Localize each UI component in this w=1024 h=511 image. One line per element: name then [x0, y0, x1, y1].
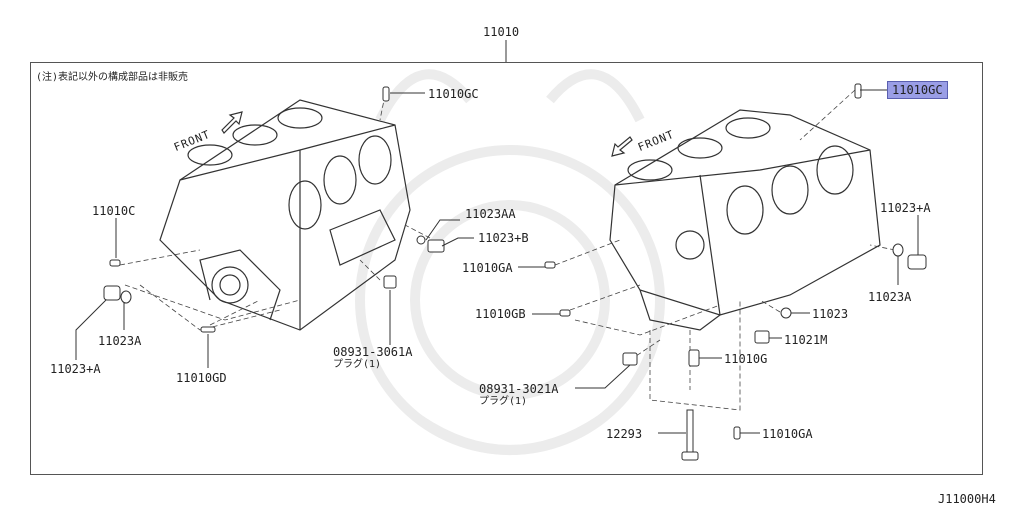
part-11021m[interactable]: 11021M: [784, 333, 828, 347]
part-11023plus-a-right[interactable]: 11023+A: [880, 201, 931, 215]
part-11023plus-a-left[interactable]: 11023+A: [50, 362, 101, 376]
part-08931-3061a[interactable]: 08931-3061A: [333, 345, 413, 359]
watermark-emblem: [355, 69, 665, 455]
part-11010gd[interactable]: 11010GD: [176, 371, 227, 385]
part-11010ga-top[interactable]: 11010GA: [462, 261, 513, 275]
part-11010gc-right-highlighted[interactable]: 11010GC: [887, 81, 948, 99]
right-leaders: [518, 89, 919, 434]
assembly-number-label[interactable]: 11010: [483, 25, 520, 39]
left-cylinder-block: [159, 99, 411, 331]
part-11023b[interactable]: 11023+B: [478, 231, 529, 245]
part-11010gc-left[interactable]: 11010GC: [428, 87, 479, 101]
left-small-parts: [103, 86, 445, 333]
left-dashed-guides: [119, 94, 431, 331]
plug-label-3021a: プラグ(1): [479, 396, 528, 407]
part-11023a-left[interactable]: 11023A: [98, 334, 142, 348]
left-front-arrow: [221, 111, 243, 134]
part-11010g[interactable]: 11010G: [724, 352, 768, 366]
part-11023a-right[interactable]: 11023A: [868, 290, 912, 304]
left-leaders: [75, 92, 474, 368]
right-cylinder-block: [609, 109, 881, 331]
part-11010c[interactable]: 11010C: [92, 204, 136, 218]
part-11023[interactable]: 11023: [812, 307, 849, 321]
part-11023aa[interactable]: 11023AA: [465, 207, 516, 221]
diagram-code: J11000H4: [938, 492, 996, 506]
part-11010gb[interactable]: 11010GB: [475, 307, 526, 321]
non-sale-note: (注)表記以外の構成部品は非販売: [36, 72, 189, 83]
part-08931-3021a[interactable]: 08931-3021A: [479, 382, 559, 396]
diagram-frame: [30, 62, 983, 475]
right-front-arrow: [611, 136, 633, 157]
right-small-parts: [544, 83, 927, 461]
plug-label-3061a: プラグ(1): [333, 359, 382, 370]
part-11010ga-bottom[interactable]: 11010GA: [762, 427, 813, 441]
right-dashed-guides: [554, 89, 896, 411]
part-12293[interactable]: 12293: [606, 427, 643, 441]
